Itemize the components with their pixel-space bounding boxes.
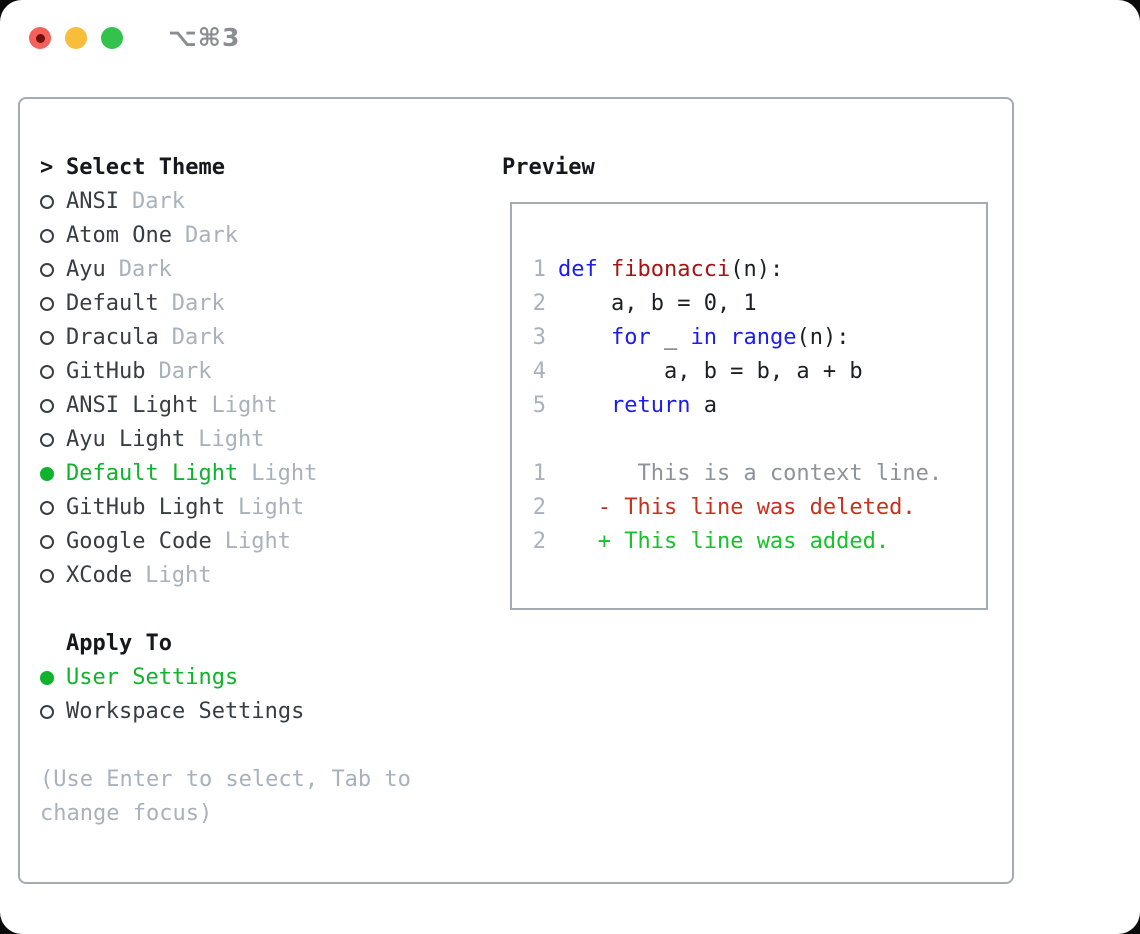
help-text: (Use Enter to select, Tab to change focu… <box>40 767 411 826</box>
radio-icon <box>40 365 66 379</box>
apply-to-title: Apply To <box>66 631 172 656</box>
line-number: 4 <box>532 359 546 384</box>
preview-line: 4 a, b = b, a + b <box>532 355 986 389</box>
radio-icon <box>40 467 66 481</box>
cursor-caret-icon: > <box>40 155 54 180</box>
option-label: Default <box>66 291 159 316</box>
theme-variant-label: Dark <box>118 257 172 282</box>
window-shortcut-label: ⌥⌘3 <box>168 23 241 52</box>
theme-variant-label: Dark <box>158 359 212 384</box>
option-label: GitHub <box>66 359 146 384</box>
option-label: XCode <box>66 563 133 588</box>
radio-icon <box>40 433 66 447</box>
theme-list-item[interactable]: Ayu Light Light <box>40 423 478 457</box>
option-label: Google Code <box>66 529 212 554</box>
option-label: Dracula <box>66 325 159 350</box>
theme-list-item[interactable]: Dracula Dark <box>40 321 478 355</box>
theme-list-item[interactable]: ANSI Dark <box>40 185 478 219</box>
theme-list-item[interactable]: Default Dark <box>40 287 478 321</box>
theme-list-item[interactable]: ANSI Light Light <box>40 389 478 423</box>
option-label: Atom One <box>66 223 172 248</box>
line-number: 1 <box>532 257 546 282</box>
line-number: 5 <box>532 393 546 418</box>
preview-line: 5 return a <box>532 389 986 423</box>
radio-icon <box>40 297 66 311</box>
theme-variant-label: Light <box>224 529 291 554</box>
option-label: Workspace Settings <box>66 699 305 724</box>
preview-line: 2 a, b = 0, 1 <box>532 287 986 321</box>
theme-list-item[interactable]: Google Code Light <box>40 525 478 559</box>
theme-list-title-row: > Select Theme <box>40 151 478 185</box>
radio-icon <box>40 263 66 277</box>
radio-icon <box>40 671 66 685</box>
diff-preview-block: 1 This is a context line.2 - This line w… <box>532 457 986 559</box>
theme-variant-label: Dark <box>171 325 225 350</box>
radio-icon <box>40 331 66 345</box>
apply-to-option[interactable]: User Settings <box>40 661 478 695</box>
theme-list-item[interactable]: Default Light Light <box>40 457 478 491</box>
preview-title: Preview <box>502 155 595 180</box>
option-label: ANSI <box>66 189 119 214</box>
preview-line: 3 for _ in range(n): <box>532 321 986 355</box>
close-button[interactable] <box>29 27 51 49</box>
theme-list-item[interactable]: Atom One Dark <box>40 219 478 253</box>
theme-list-item[interactable]: Ayu Dark <box>40 253 478 287</box>
option-label: ANSI Light <box>66 393 199 418</box>
line-number: 2 <box>532 495 546 520</box>
close-button-dot <box>35 33 45 43</box>
apply-to-title-row: Apply To <box>40 627 478 661</box>
radio-icon <box>40 501 66 515</box>
preview-line: 1 This is a context line. <box>532 457 986 491</box>
theme-list-item[interactable]: GitHub Light Light <box>40 491 478 525</box>
radio-icon <box>40 535 66 549</box>
theme-list-title: Select Theme <box>66 155 225 180</box>
radio-icon <box>40 399 66 413</box>
theme-variant-label: Light <box>211 393 278 418</box>
theme-variant-label: Dark <box>184 223 238 248</box>
option-label: Ayu <box>66 257 106 282</box>
radio-icon <box>40 705 66 719</box>
radio-icon <box>40 195 66 209</box>
theme-variant-label: Light <box>145 563 212 588</box>
option-label: Default Light <box>66 461 239 486</box>
apply-to-option[interactable]: Workspace Settings <box>40 695 478 729</box>
theme-variant-label: Light <box>237 495 305 520</box>
radio-icon <box>40 229 66 243</box>
preview-line: 2 + This line was added. <box>532 525 986 559</box>
option-label: Ayu Light <box>66 427 186 452</box>
maximize-button[interactable] <box>101 27 123 49</box>
theme-list-item[interactable]: XCode Light <box>40 559 478 593</box>
theme-list-item[interactable]: GitHub Dark <box>40 355 478 389</box>
theme-variant-label: Light <box>198 427 265 452</box>
theme-variant-label: Light <box>251 461 318 486</box>
titlebar <box>29 27 123 49</box>
preview-line: 2 - This line was deleted. <box>532 491 986 525</box>
theme-variant-label: Dark <box>171 291 225 316</box>
option-label: GitHub Light <box>66 495 225 520</box>
option-label: User Settings <box>66 665 239 690</box>
minimize-button[interactable] <box>65 27 87 49</box>
theme-variant-label: Dark <box>131 189 185 214</box>
line-number: 2 <box>532 529 546 554</box>
radio-icon <box>40 569 66 583</box>
line-number: 1 <box>532 461 546 486</box>
line-number: 2 <box>532 291 546 316</box>
line-number: 3 <box>532 325 546 350</box>
